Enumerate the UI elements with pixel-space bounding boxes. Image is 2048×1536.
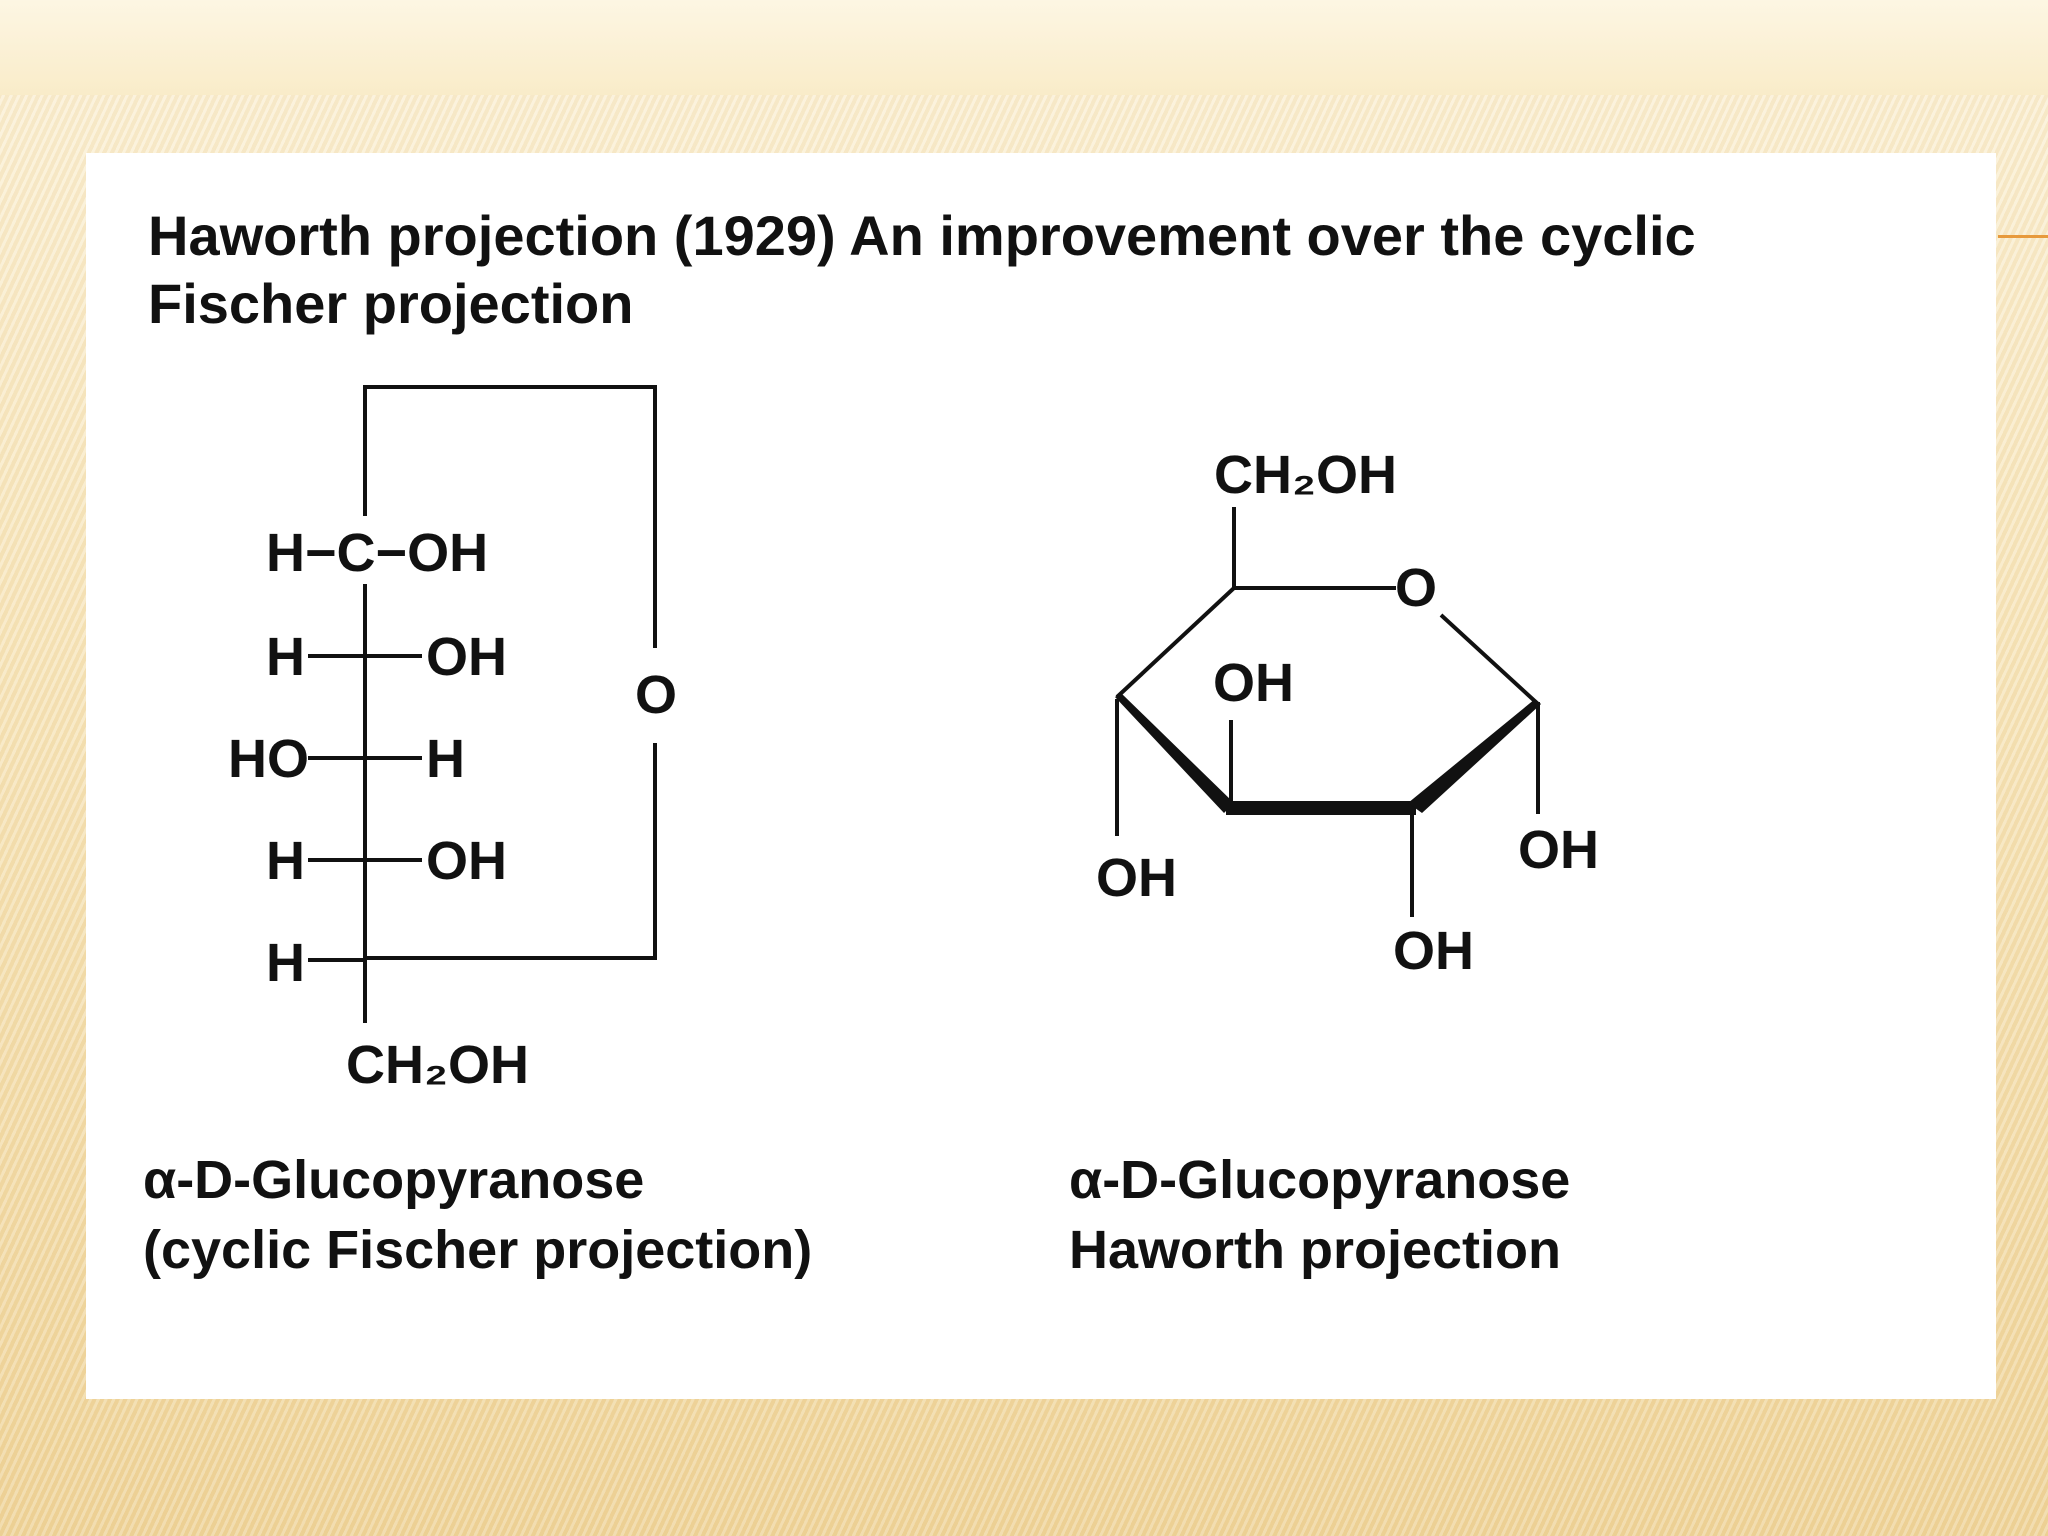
fischer-c4-right-oh: OH [426, 831, 507, 891]
haworth-c1-oh: OH [1518, 820, 1599, 880]
slide-title-line1: Haworth projection (1929) An improvement… [148, 204, 1696, 267]
haworth-top-group: CH₂OH [1214, 445, 1397, 505]
fischer-c1-row: H−C−OH [266, 523, 488, 583]
fischer-projection [308, 385, 657, 1023]
slide-accent-line [1998, 235, 2048, 238]
fischer-ring-oxygen: O [635, 665, 677, 725]
haworth-c2-oh: OH [1393, 921, 1474, 981]
fischer-caption-line2: (cyclic Fischer projection) [143, 1220, 812, 1280]
glucopyranose-diagram: Haworth projection (1929) An improvement… [143, 204, 1696, 1280]
fischer-caption-line1: α-D-Glucopyranose [143, 1150, 644, 1210]
haworth-ring-o-c1-bond [1439, 613, 1540, 706]
haworth-caption-line1: α-D-Glucopyranose [1069, 1150, 1570, 1210]
slide-content-panel: Haworth projection (1929) An improvement… [86, 153, 1996, 1399]
fischer-c4-left-h: H [266, 831, 305, 891]
haworth-projection [1115, 507, 1540, 917]
slide-top-band [0, 0, 2048, 95]
haworth-ring-oxygen: O [1395, 558, 1437, 618]
fischer-c3-right-h: H [426, 729, 465, 789]
fischer-c2-right-oh: OH [426, 627, 507, 687]
fischer-bottom-group: CH₂OH [346, 1035, 529, 1095]
haworth-caption-line2: Haworth projection [1069, 1220, 1561, 1280]
haworth-front-bond-c3-c2 [1226, 801, 1416, 815]
haworth-wedge-c4-c3 [1115, 693, 1234, 813]
fischer-c2-left-h: H [266, 627, 305, 687]
fischer-c5-left-h: H [266, 933, 305, 993]
slide-title-line2: Fischer projection [148, 272, 633, 335]
haworth-c4-oh: OH [1096, 848, 1177, 908]
haworth-c5-c4-bond [1115, 586, 1236, 699]
fischer-c3-left-ho: HO [228, 729, 309, 789]
haworth-wedge-c2-c1 [1408, 699, 1541, 813]
haworth-c3-oh: OH [1213, 653, 1294, 713]
